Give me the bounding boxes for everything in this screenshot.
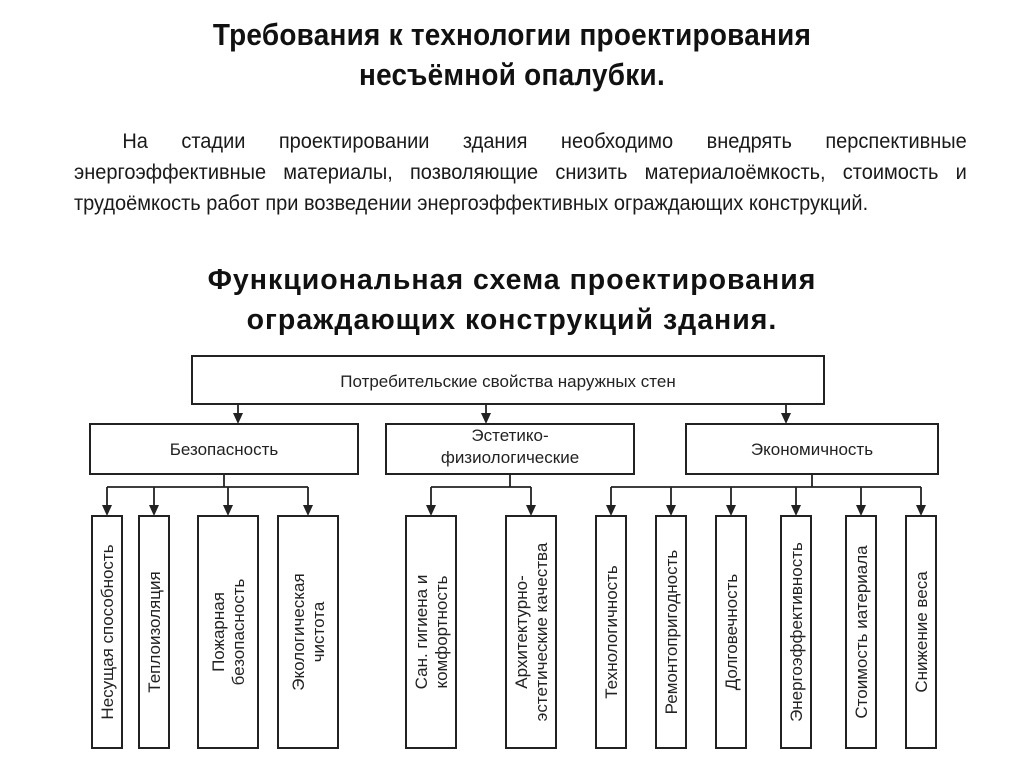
child-1-4-label-line-2: чистота [309, 601, 328, 662]
child-2-1-label-line-1: Сан. гигиена и [412, 575, 431, 690]
group-1-label-line-1: Безопасность [170, 440, 279, 459]
child-1-4-label-line-1: Экологическая [289, 573, 308, 690]
child-3-2-arrow [666, 505, 676, 516]
child-1-1-arrow [102, 505, 112, 516]
group-2-label-line-2: физиологические [441, 448, 579, 467]
child-3-2-label-line-1: Ремонтопригодность [662, 550, 681, 715]
child-3-1-box [595, 515, 627, 749]
diagram-title-line-1: Функциональная схема проектирования [207, 264, 817, 296]
child-1-4-box [277, 515, 339, 749]
child-1-3-arrow [223, 505, 233, 516]
child-3-4-arrow [791, 505, 801, 516]
child-3-6-label-line-1: Снижение веса [912, 571, 931, 693]
child-1-1-box [91, 515, 123, 749]
child-3-5-box [845, 515, 877, 749]
child-3-4-box [780, 515, 812, 749]
child-3-2-box [655, 515, 687, 749]
child-2-1-label-line-2: комфортность [432, 575, 451, 688]
child-3-3-arrow [726, 505, 736, 516]
child-2-1-arrow [426, 505, 436, 516]
child-2-1-box [405, 515, 457, 749]
child-1-2-label-line-1: Теплоизоляция [145, 571, 164, 692]
child-3-6-arrow [916, 505, 926, 516]
child-2-2-label-line-1: Архитектурно- [512, 575, 531, 689]
group-3-arrow [781, 413, 791, 424]
intro-paragraph: На стадии проектировании здания необходи… [74, 126, 967, 219]
child-1-1-label-line-1: Несущая способность [98, 544, 117, 719]
child-3-1-label-line-1: Технологичность [602, 565, 621, 699]
root-label: Потребительские свойства наружных стен [340, 372, 675, 391]
child-1-2-arrow [149, 505, 159, 516]
group-3-label-line-1: Экономичность [751, 440, 873, 459]
child-3-5-arrow [856, 505, 866, 516]
group-3-box [685, 423, 939, 475]
child-1-3-label-line-2: безопасность [229, 578, 248, 685]
page-title-line-1: Требования к технологии проектирования [212, 17, 812, 52]
child-1-3-box [197, 515, 259, 749]
child-2-2-box [505, 515, 557, 749]
child-3-6-box [905, 515, 937, 749]
group-2-arrow [481, 413, 491, 424]
child-2-2-label-line-2: эстетические качества [532, 542, 551, 721]
child-3-1-arrow [606, 505, 616, 516]
diagram-title-line-2: ограждающих конструкций здания. [246, 304, 778, 336]
child-3-3-label-line-1: Долговечность [722, 574, 741, 691]
group-1-arrow [233, 413, 243, 424]
child-3-5-label-line-1: Стоимость иатериала [852, 545, 871, 719]
child-3-3-box [715, 515, 747, 749]
root-box [191, 355, 825, 405]
child-1-4-arrow [303, 505, 313, 516]
child-2-2-arrow [526, 505, 536, 516]
child-1-2-box [138, 515, 170, 749]
group-2-label-line-1: Эстетико- [471, 426, 548, 445]
child-3-4-label-line-1: Энергоэффективность [787, 542, 806, 722]
intro-paragraph-text: На стадии проектировании здания необходи… [74, 129, 967, 215]
child-1-3-label-line-1: Пожарная [209, 592, 228, 672]
page-title-line-2: несъёмной опалубки. [359, 57, 665, 92]
